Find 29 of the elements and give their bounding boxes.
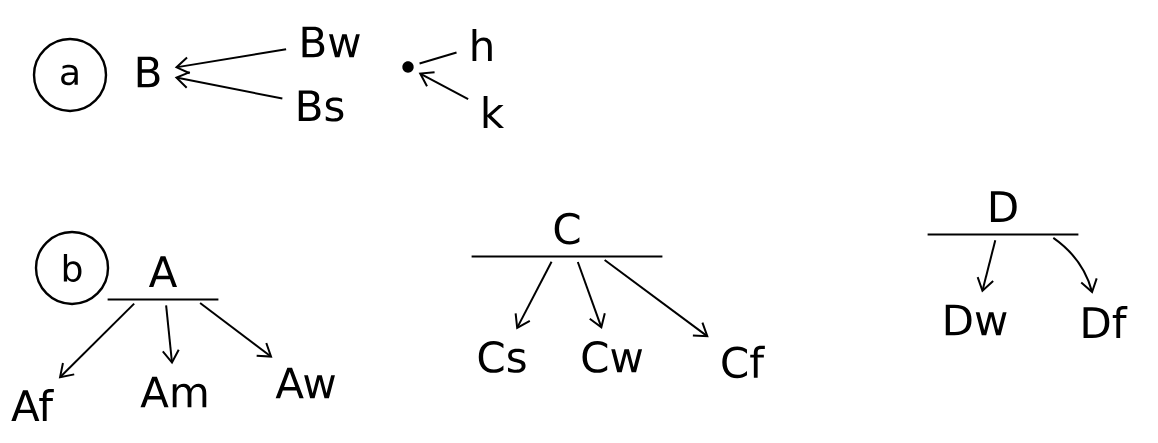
letter-label: Am	[140, 376, 207, 408]
arrow	[199, 302, 273, 358]
arrow	[174, 71, 284, 100]
letter-label: Df	[1083, 306, 1128, 338]
arrow	[514, 260, 553, 330]
letter-label: h	[472, 29, 492, 61]
letter-label: Cw	[582, 341, 643, 373]
arrow	[576, 261, 606, 330]
letter-label: Af	[11, 389, 54, 421]
letter-label: Cf	[722, 345, 765, 379]
arrow	[418, 71, 470, 101]
circled-letter: b	[34, 230, 110, 306]
connector-line	[418, 51, 458, 65]
arrow	[58, 302, 136, 379]
arrow	[161, 304, 180, 365]
circled-letter: a	[32, 37, 108, 113]
letter-label: B	[137, 56, 160, 88]
letter-label: Cs	[478, 341, 526, 373]
letter-label: Aw	[275, 367, 335, 399]
arrow	[1052, 236, 1098, 294]
arrow	[603, 258, 709, 338]
letter-label: Dw	[945, 304, 1007, 336]
letter-label: Bs	[298, 90, 344, 122]
underlined-heading: C	[470, 212, 664, 258]
letter-label: Bw	[302, 26, 360, 58]
arrow	[174, 48, 288, 75]
underlined-heading: D	[926, 191, 1080, 236]
arrow	[976, 239, 997, 293]
letter-label: k	[483, 96, 505, 128]
